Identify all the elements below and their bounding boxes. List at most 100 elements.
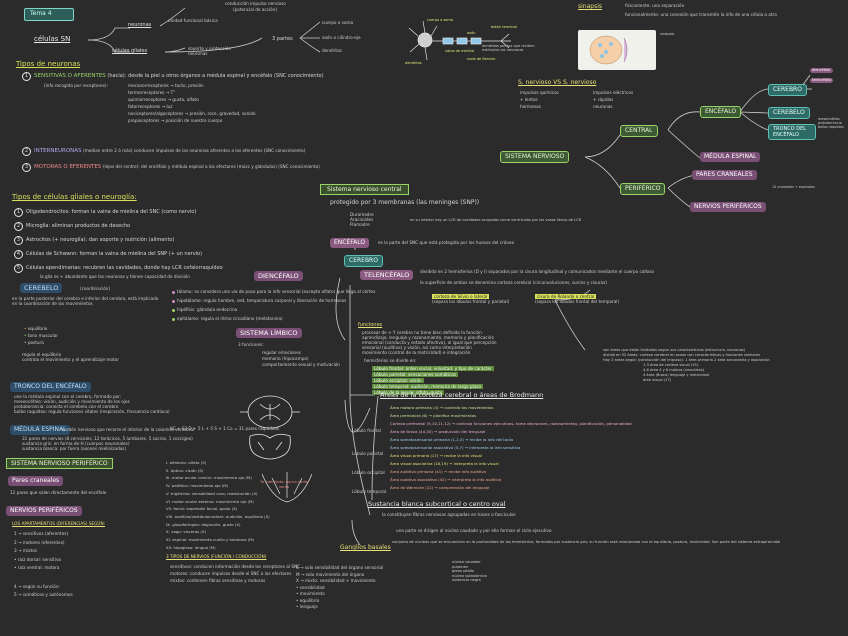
lobulo-item: Lóbulo occipital: visión: [372, 378, 494, 383]
glial-item-text: Astrocitos (+ neuroglía): dan soporte y …: [26, 237, 175, 243]
pares-note-handwritten: Yo más tonto, nunca nadie verás: [260, 480, 308, 489]
lobe-label-occipital: Lóbulo occipital: [352, 470, 385, 475]
snc-protegido: protegido por 3 membranas (las meninges …: [330, 199, 480, 206]
medula-desc: cordón nervioso que recorre el interior …: [62, 427, 195, 432]
interneuronas-desc: (median entre 2 ó más) conducen impulsos…: [83, 148, 306, 153]
neuron-note: dendritas por las que reciben estímulos …: [482, 44, 535, 53]
pares-drawing: [261, 472, 313, 503]
ganglios-desc: conjunto de núcleos que se encuentran en…: [392, 540, 781, 544]
brodmann-area: Área motora primaria (4) → controla los …: [390, 405, 494, 410]
sinapsis-image: [578, 30, 656, 70]
tronco-node: TRONCO DEL ENCÉFALO: [768, 124, 816, 140]
brodmann-area: Área auditiva primaria (41) → recibe inf…: [390, 469, 486, 474]
nervio-line: • raíz ventral: motora: [14, 565, 60, 570]
snp-right-item: S → solo sensibilidad del órgano sensori…: [296, 565, 384, 570]
brodmann-area: Área visual asociativa (18,19) → interpr…: [390, 461, 499, 466]
medula-badge: MÉDULA ESPINAL: [10, 425, 71, 435]
neuron-label-ranvier: nodo de Ranvier: [467, 57, 496, 61]
celulas-title: células SN: [34, 35, 71, 43]
lobulo-text: Lóbulo occipital: visión: [372, 378, 424, 383]
par-craneal: III. motor ocular común: movimiento ojo …: [166, 475, 252, 481]
lobe-label-frontal: Lóbulo frontal: [352, 428, 381, 433]
spinal-cord-drawing: [240, 395, 300, 460]
diencefalo-list: tálamo: se considera una vía de paso par…: [172, 287, 375, 323]
silvio-highlight: corteza de Silvio o lateral: [432, 294, 490, 299]
ganglio-item: globo pálido: [452, 569, 475, 574]
telencefalo-badge: TELENCÉFALO: [360, 270, 414, 280]
par-craneal: X. vago: vísceras (X): [166, 529, 207, 535]
tipos-gliales-title: Tipos de células gliales o neuroglía:: [12, 193, 137, 201]
cerebelo-item-text: postura: [27, 340, 44, 345]
central-node: CENTRAL: [620, 125, 658, 137]
sinapsis-img-label: sinapsis: [660, 32, 675, 36]
snc-vs-snp-title: S. nervioso VS S. nervioso: [518, 79, 597, 86]
medula-line: 31 pares de nervios (8 cervicales, 12 to…: [22, 436, 193, 441]
par-craneal: XII. hipogloso: lengua (M): [166, 544, 216, 550]
nervio-line: 5 → somáticos y autónomos: [14, 592, 73, 597]
cerebelo-extra: regula el equilibrio controla el movimie…: [22, 352, 119, 362]
snc-vs-right: impulsos eléctricos + rápidos neuronas: [593, 90, 633, 109]
cerebelo-sub: (coordinación): [80, 286, 111, 291]
brodmann-title: Áreas de la corteza cerebral o áreas de …: [380, 391, 544, 399]
rolando-highlight: cisura de Rolando o central: [535, 294, 597, 299]
num-3: 3: [22, 163, 31, 172]
neuronas-desc1: conducción impulso nervioso: [225, 1, 286, 6]
nervio-line: 4 → según su función:: [14, 583, 60, 589]
celulas-gliales-label: células gliales: [112, 48, 148, 54]
sinapsis-fisica: físicamente: una separación: [625, 3, 685, 8]
diencefalo-item-text: hipotálamo: regula hambre, sed, temperat…: [177, 298, 347, 303]
neuronas-label: neuronas: [128, 22, 152, 28]
limbico-item: regular emociones: [262, 350, 301, 355]
nervio-line: 2 → motores (eferentes): [14, 539, 65, 545]
sustancia-blanca-desc2: una parte se dirigen al núcleo caudado y…: [396, 528, 552, 533]
sinapsis-funcional: funcionalmente: una conexión que transmi…: [625, 12, 777, 17]
medula-node: MÉDULA ESPINAL: [700, 152, 761, 162]
neuron-label-dendritas: dendritas: [405, 61, 422, 65]
corteza-rolando: cisura de Rolando o central (separa los …: [535, 294, 619, 304]
snp-right-item: M → solo movimiento del órgano: [296, 571, 365, 577]
receptor-item: mecanorreceptores → tacto, presión: [128, 83, 204, 88]
receptor-item: fotorreceptores → luz: [128, 104, 173, 109]
bulbo-note: bulbo raquídeo: [818, 125, 844, 130]
sensitivas-title: SENSITIVAS O AFERENTES: [34, 73, 106, 79]
sinapsis-title: sinapsis: [578, 3, 602, 10]
lobulo-item: Lóbulo de la ínsula: olfato, gusto: [372, 390, 494, 395]
nervio-line: 1 → sensitivos (aferentes): [14, 531, 69, 536]
tronco-line: une la médula espinal con el cerebro, fo…: [14, 394, 122, 399]
right-block-item: área visual (17): [643, 378, 672, 382]
par-craneal: II. óptico: visión (S): [166, 467, 204, 473]
unidad-funcional: unidad funcional básica: [168, 18, 218, 23]
par-craneal: VII. facial: expresión facial, gusto (X): [166, 506, 238, 512]
snp-right-item: • movimiento: [296, 591, 325, 596]
pares-craneales-desc: 12 pares que salen directamente del encé…: [10, 490, 107, 495]
right-block-item: Hay 3 áreas según (conducción del impuls…: [603, 358, 770, 362]
cerebro-subnodes: diencéfalo telencéfalo: [810, 68, 834, 83]
telencefalo-right-block: son áreas que están limitadas según sus …: [603, 348, 770, 383]
brodmann-area: Área premotora (6) → planifica movimient…: [390, 413, 477, 418]
glial-item-text: Células ependimarias: recubren las cavid…: [26, 265, 223, 271]
sistema-nervioso-root: SISTEMA NERVIOSO: [500, 151, 570, 163]
telencefalo-desc1: dividido en 2 hemisferios (D y I) separa…: [420, 269, 654, 274]
ganglio-item: núcleo subtalámico: [452, 573, 487, 578]
cerebelo-extra-item: regula el equilibrio: [22, 352, 62, 357]
limbico-sub: 3 funciones:: [238, 342, 264, 347]
cerebro-badge: CEREBRO: [344, 255, 383, 267]
snp-right-item: • equilibrio: [296, 597, 320, 603]
pares-craneales-node: PARES CRANEALES: [692, 170, 757, 180]
rolando-sub: (separa los lóbulos frontal del temporal…: [535, 299, 620, 304]
motoras-title: MOTORAS O EFERENTES: [34, 164, 102, 170]
meninge-item: Piamadre: [350, 222, 370, 227]
motoras-desc: (lejos del centro): del encéfalo y médul…: [102, 164, 320, 169]
funcion-item: sensorial (auditivo) y visión, así como …: [362, 345, 472, 350]
diencefalo-item: tálamo: se considera una vía de paso par…: [172, 287, 375, 296]
periferico-node: PERIFÉRICO: [620, 183, 666, 195]
par-craneal: I. olfatorio: olfato (S): [166, 460, 207, 465]
ganglios-list: núcleo caudado putamen globo pálido núcl…: [452, 560, 487, 583]
parte-cuerpo: cuerpo o soma: [322, 20, 354, 25]
lobulo-item: Lóbulo temporal: audición, memoria de la…: [372, 384, 494, 389]
cerebelo-item-text: equilibrio: [27, 326, 48, 331]
tronco-line: protuberancia: conecta el cerebelo con e…: [14, 404, 119, 409]
